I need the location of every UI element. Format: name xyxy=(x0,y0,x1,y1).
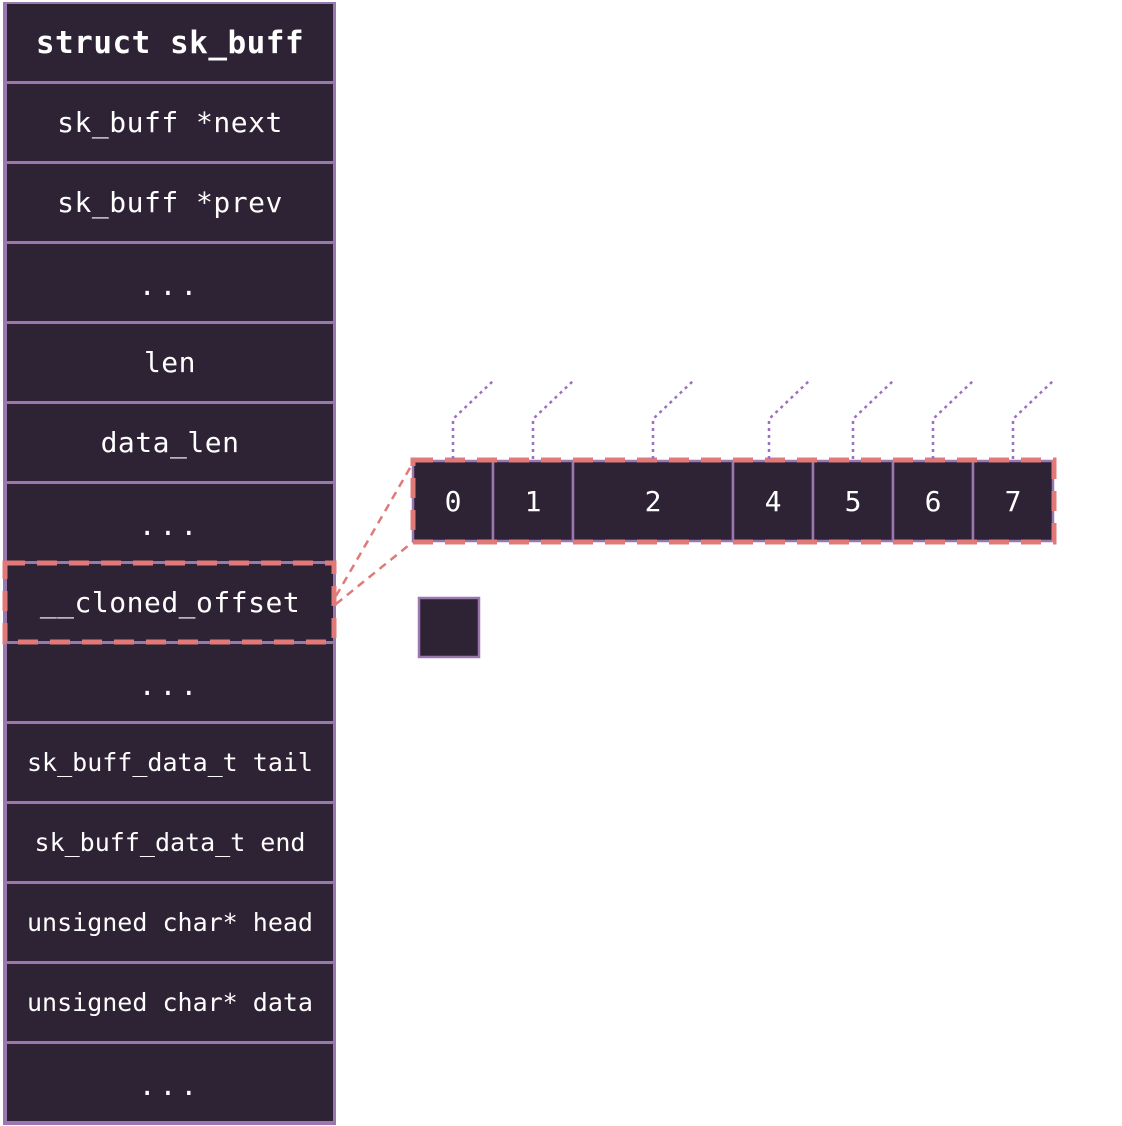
bit-cell xyxy=(731,459,815,543)
bit-label: 5 xyxy=(845,485,862,518)
bit-label: 6 xyxy=(925,485,942,518)
pointer-line xyxy=(767,380,810,459)
bit-label: 2 xyxy=(645,485,662,518)
field-prev: sk_buff *prev xyxy=(7,164,333,241)
bit-cell xyxy=(571,459,735,543)
struct-title: struct sk_buff xyxy=(7,4,333,81)
bit-field: 0 1 2 4 5 6 7 xyxy=(411,459,1055,543)
field-tail: sk_buff_data_t tail xyxy=(7,724,333,801)
field-len: len xyxy=(7,324,333,401)
field-ellipsis: ... xyxy=(7,644,333,721)
connector-line-top xyxy=(334,460,416,597)
pointer-line xyxy=(1011,380,1054,459)
small-block xyxy=(417,596,481,659)
bit-cell xyxy=(411,459,495,543)
pointer-line xyxy=(851,380,894,459)
bit-label: 4 xyxy=(765,485,782,518)
field-ellipsis: ... xyxy=(7,1044,333,1121)
connector-line-bottom xyxy=(335,540,415,605)
bit-cell xyxy=(811,459,895,543)
pointer-line xyxy=(651,380,694,459)
bit-label: 0 xyxy=(445,485,462,518)
field-end: sk_buff_data_t end xyxy=(7,804,333,881)
bit-cell xyxy=(971,459,1055,543)
struct-sk-buff-table: struct sk_buff sk_buff *next sk_buff *pr… xyxy=(3,2,336,1125)
pointer-line xyxy=(931,380,974,459)
pointer-line xyxy=(531,380,574,459)
field-head: unsigned char* head xyxy=(7,884,333,961)
bit-pointers xyxy=(451,380,1054,459)
field-ellipsis: ... xyxy=(7,244,333,321)
bit-cell xyxy=(491,459,575,543)
pointer-line xyxy=(451,380,494,459)
field-cloned-offset: __cloned_offset xyxy=(7,564,333,641)
field-ellipsis: ... xyxy=(7,484,333,561)
field-data-len: data_len xyxy=(7,404,333,481)
field-next: sk_buff *next xyxy=(7,84,333,161)
bit-cell xyxy=(891,459,975,543)
field-data: unsigned char* data xyxy=(7,964,333,1041)
bit-label: 1 xyxy=(525,485,542,518)
bit-field-highlight xyxy=(410,457,1057,545)
bit-label: 7 xyxy=(1005,485,1022,518)
